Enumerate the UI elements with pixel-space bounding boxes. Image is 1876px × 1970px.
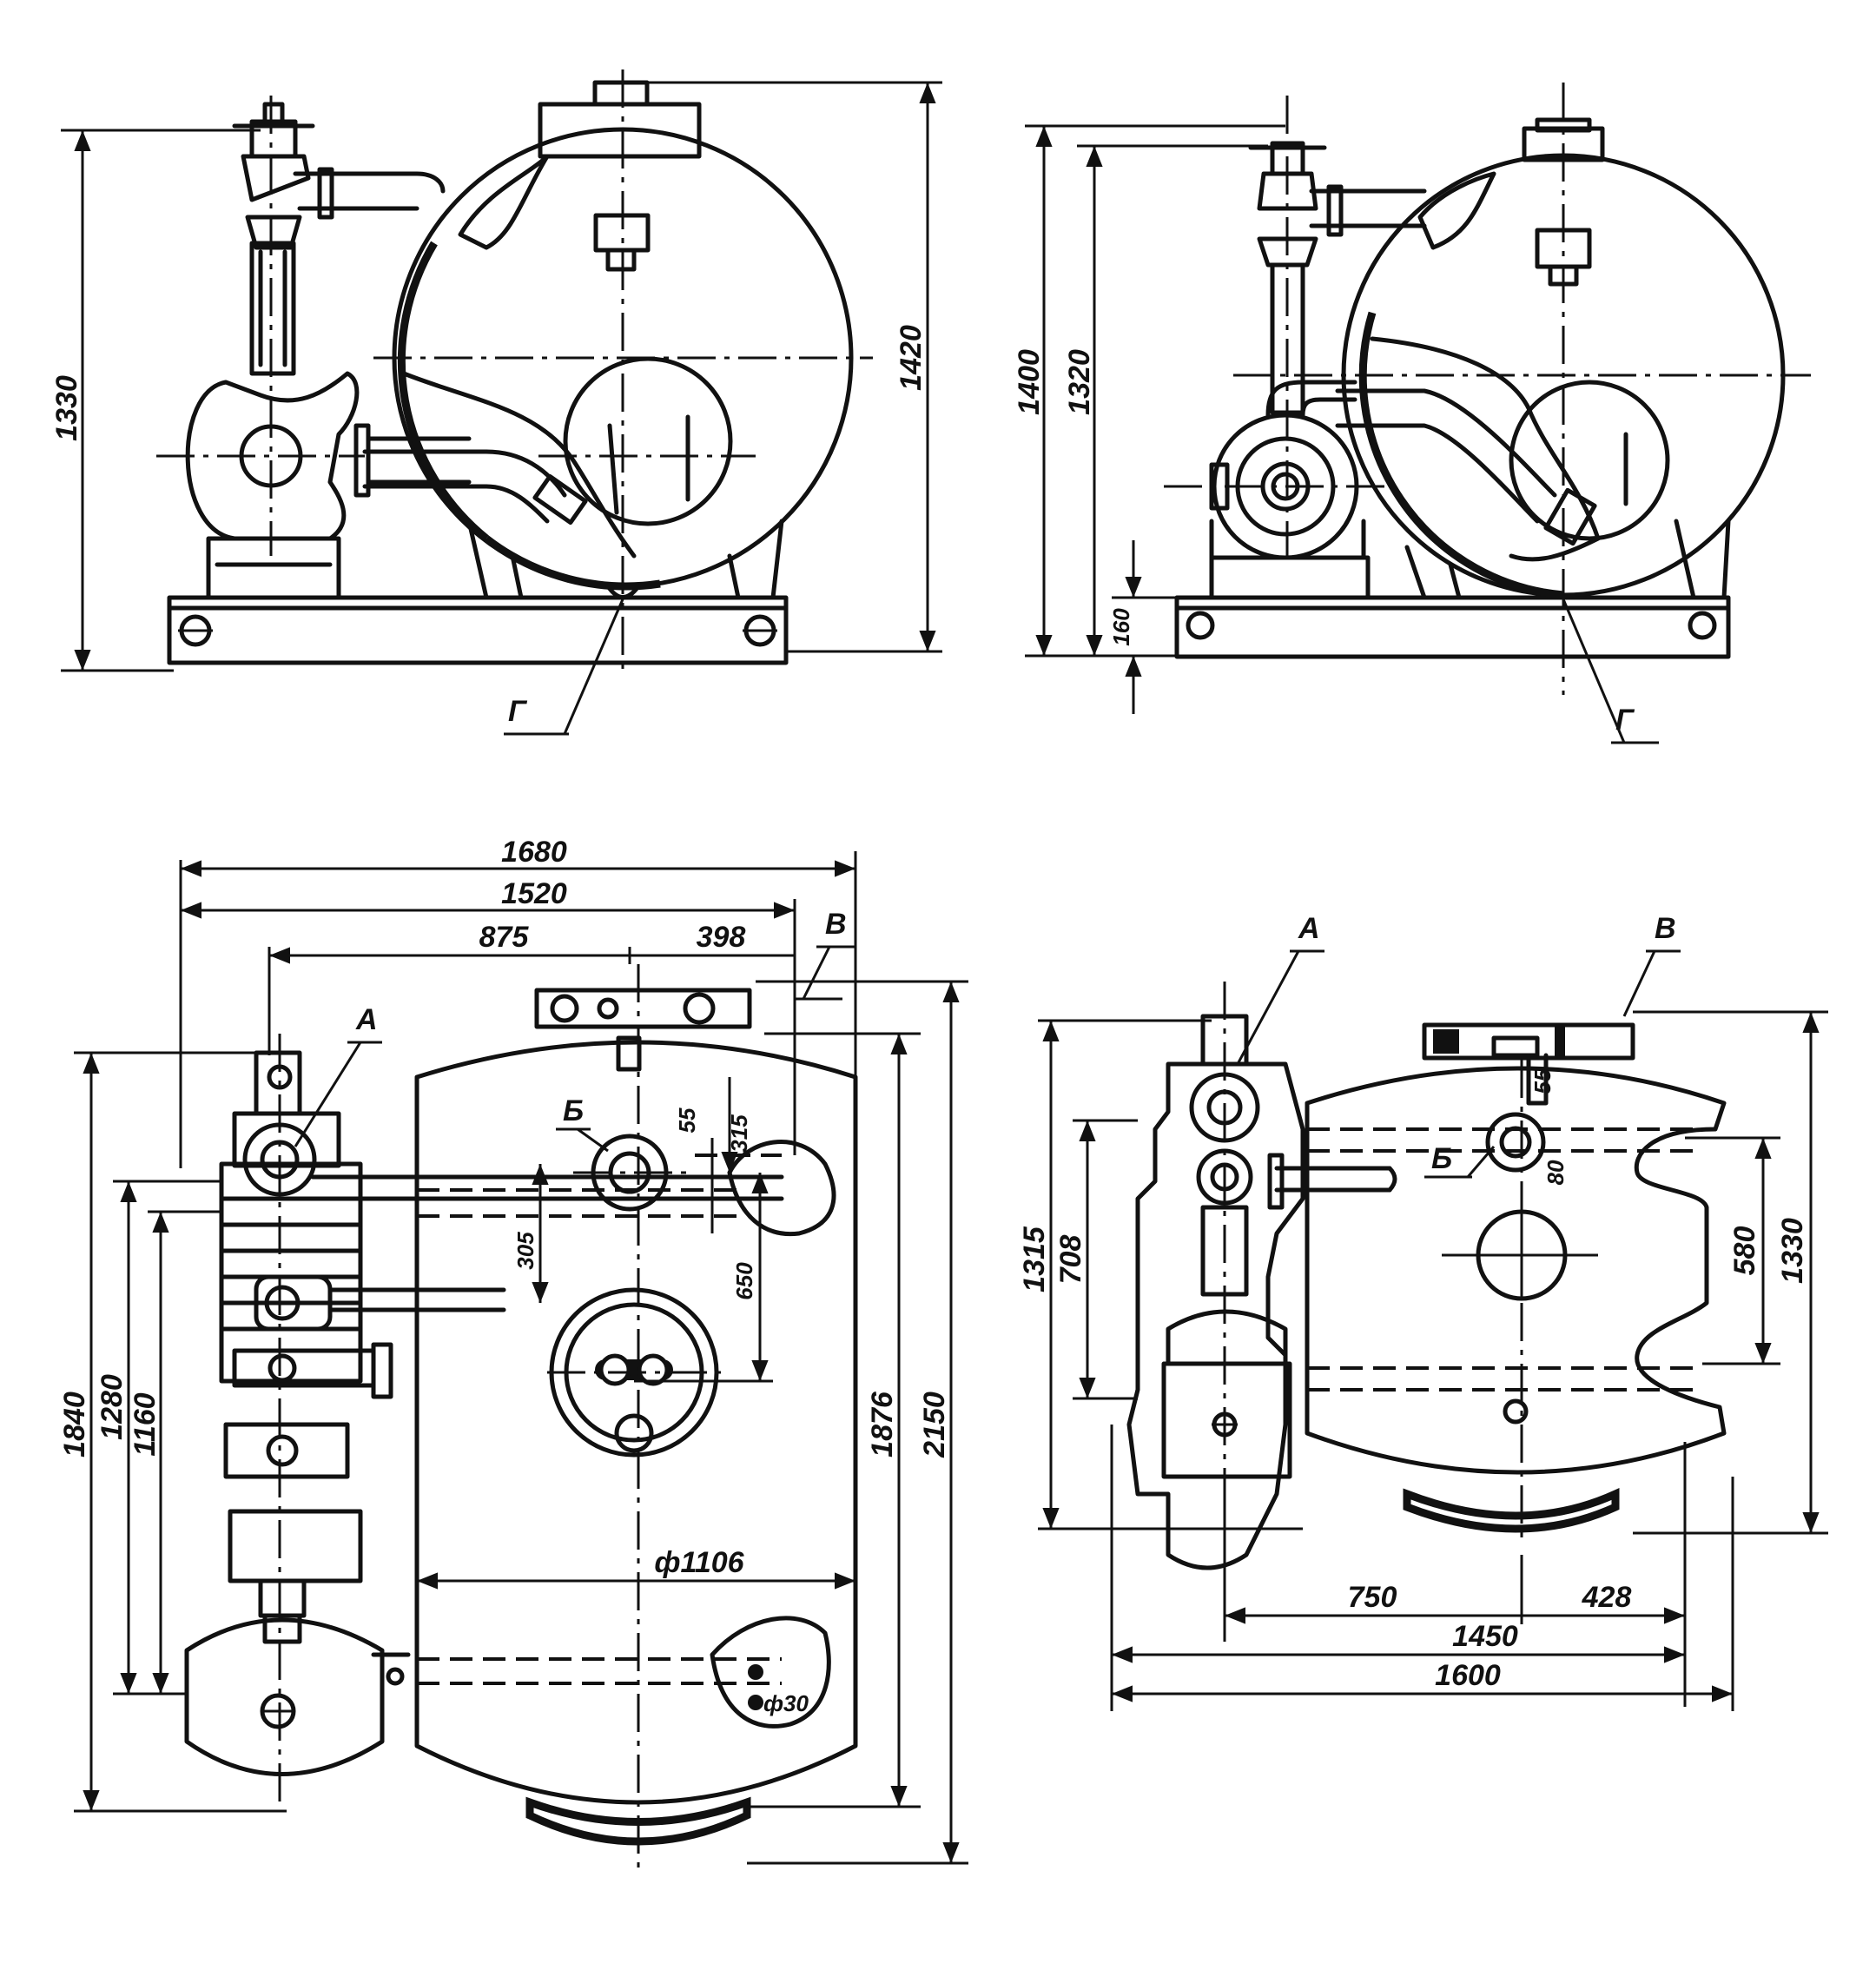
dim-1400: 1400 [1013,349,1046,415]
dim-1840: 1840 [58,1392,91,1458]
callout-b: Б [1431,1142,1452,1175]
pump-body [1126,1061,1305,1570]
dim-315: 315 [726,1114,752,1153]
callout-a: А [1298,912,1320,945]
dim-55: 55 [674,1107,700,1133]
manhole [563,356,733,526]
callout-b: Б [563,1094,584,1127]
dim-1280: 1280 [96,1374,129,1440]
callout-v: В [1655,912,1676,945]
dim-1330: 1330 [50,375,83,441]
bolt-hole-icon [1186,611,1215,640]
dim-1320: 1320 [1063,349,1096,415]
motor [1161,1361,1292,1479]
callout-g: Г [1615,704,1635,737]
valve-stem [249,241,296,376]
tank-foot [1403,1488,1620,1533]
dim-398: 398 [697,921,746,954]
dim-1600: 1600 [1435,1659,1501,1692]
dim-80-small: 80 [1542,1160,1569,1185]
base-frame [167,595,789,665]
bolt-hole-icon [1688,611,1717,640]
dim-305: 305 [512,1232,538,1270]
dim-650: 650 [731,1262,757,1300]
dim-580: 580 [1728,1226,1761,1276]
cutaway [458,154,550,250]
view-top-right: 1400 1320 160 Г [1013,83,1811,744]
dim-1680: 1680 [501,836,567,869]
callout-v: В [825,908,847,941]
dim-1160: 1160 [129,1392,162,1456]
tank-foot [525,1796,751,1846]
dim-1420: 1420 [895,325,928,391]
dim-diameter: ф1106 [654,1546,744,1579]
dim-875: 875 [479,921,530,954]
tank-shell [1305,1066,1727,1475]
callout-a: А [355,1003,378,1036]
cutaway [1417,171,1496,250]
dim-55-small: 55 [1529,1068,1556,1094]
motor [184,1617,385,1776]
dim-708: 708 [1054,1235,1087,1285]
view-bottom-right: 1315 708 580 1330 750 428 1450 1600 55 8… [1018,912,1828,1711]
dim-160: 160 [1108,608,1134,646]
dim-1520: 1520 [501,877,567,910]
view-bottom-left: 1680 1520 875 398 В А Б 1840 1280 1160 [58,836,968,1876]
dim-1315: 1315 [1018,1226,1051,1292]
dim-small-d: ф30 [763,1690,809,1716]
manhole [1509,380,1670,541]
dim-2150: 2150 [918,1392,951,1458]
dim-1450: 1450 [1452,1620,1518,1653]
dim-1876: 1876 [866,1391,899,1458]
tank-shell [414,1040,858,1805]
pump-casing [185,371,360,541]
dim-750: 750 [1348,1581,1397,1614]
dim-428: 428 [1582,1581,1632,1614]
view-top-left: 1330 1420 Г [50,69,942,736]
callout-g: Г [508,695,528,728]
flange-b [1485,1112,1546,1173]
dim-1330: 1330 [1776,1218,1809,1284]
